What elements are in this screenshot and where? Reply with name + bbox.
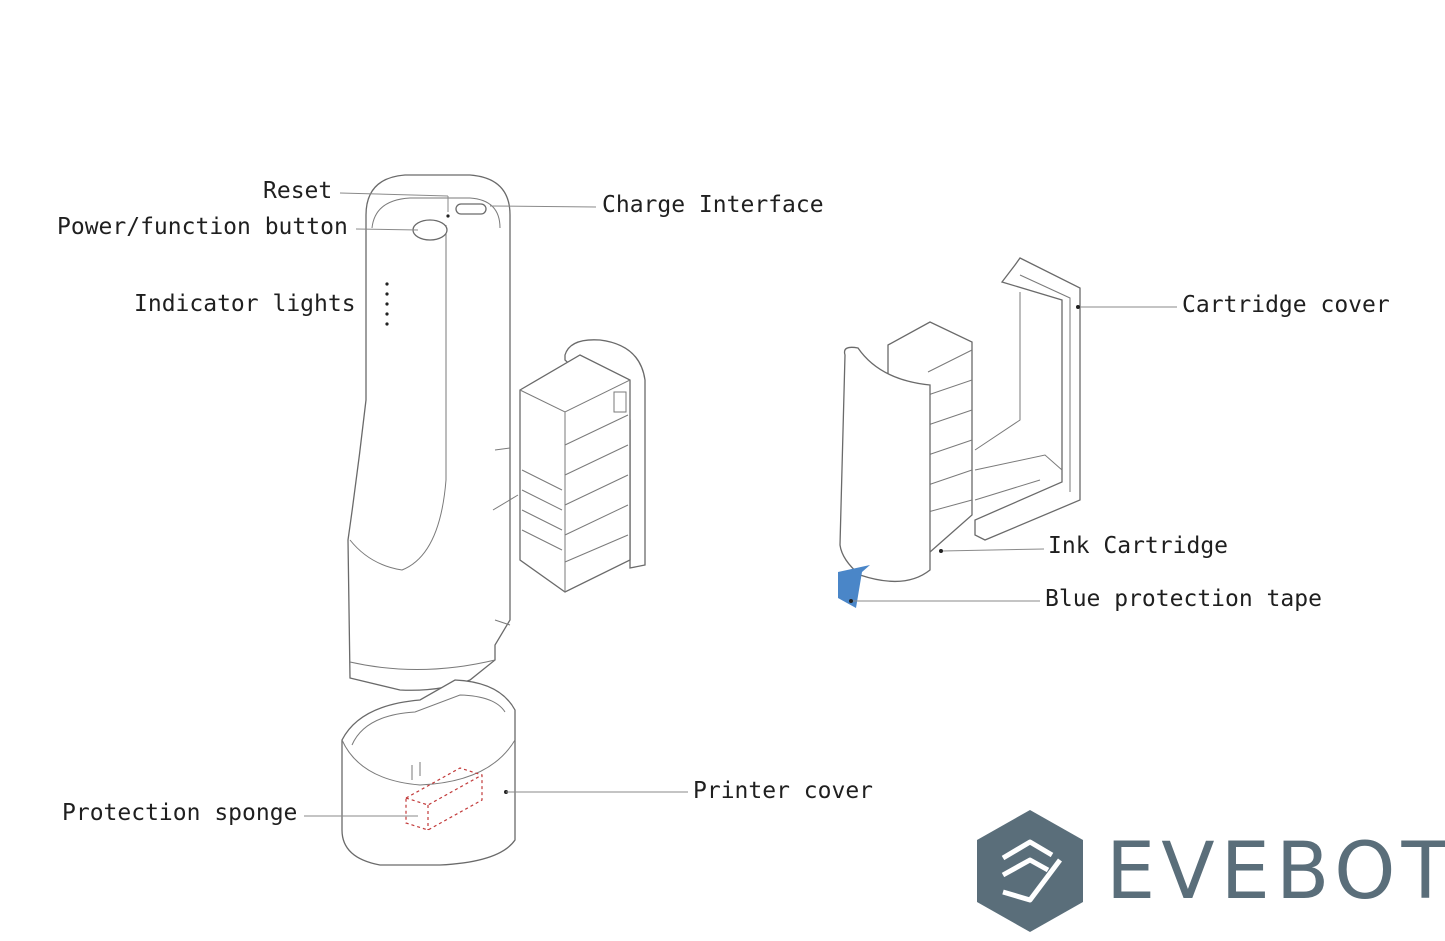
power-button-shape xyxy=(412,219,448,241)
label-power-button: Power/function button xyxy=(57,214,348,240)
printer-cover-shape xyxy=(341,679,516,866)
label-protection-sponge: Protection sponge xyxy=(62,800,298,826)
printer-body xyxy=(347,174,519,691)
label-reset: Reset xyxy=(263,178,333,204)
indicator-dots xyxy=(385,282,389,326)
right-ink-cartridge xyxy=(839,321,973,583)
sponge-outline xyxy=(405,767,483,831)
charge-port-shape xyxy=(455,203,487,215)
label-indicator-lights: Indicator lights xyxy=(134,291,356,317)
label-charge-interface: Charge Interface xyxy=(602,192,824,218)
label-printer-cover: Printer cover xyxy=(693,778,874,804)
brand-name: EVEBOT xyxy=(1106,827,1445,917)
leader-lines xyxy=(304,192,1177,817)
label-blue-tape: Blue protection tape xyxy=(1045,586,1322,612)
middle-cartridge xyxy=(519,339,646,593)
blue-tape-shape xyxy=(838,565,870,608)
label-cartridge-cover: Cartridge cover xyxy=(1182,292,1390,318)
cartridge-cover-shape xyxy=(974,257,1081,541)
label-ink-cartridge: Ink Cartridge xyxy=(1048,533,1229,559)
protection-sponge-shape xyxy=(405,767,483,831)
evebot-logo-mark xyxy=(977,810,1083,932)
